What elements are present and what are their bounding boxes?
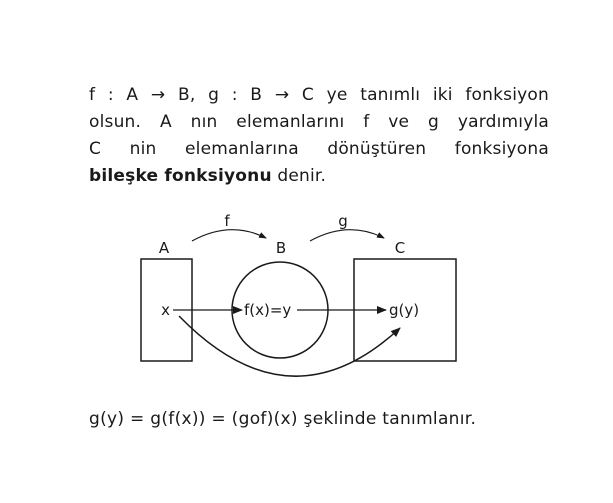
definition-line-1: f : A → B, g : B → C ye tanımlı iki fonk… [89,85,549,105]
definition-paragraph: f : A → B, g : B → C ye tanımlı iki fonk… [89,82,549,190]
definition-line-4: bileşke fonksiyonu denir. [89,163,549,190]
arrow-f-curve [191,229,267,242]
arrow-g-curve [309,229,385,242]
arrow-g-label: g [338,212,348,230]
element-fx: f(x)=y [244,301,291,319]
arrow-composite-curve [178,315,401,377]
bold-term: bileşke fonksiyonu [89,166,272,186]
definition-line-4-rest: denir. [271,166,327,186]
definition-line-3: C nin elemanlarına dönüştüren fonksiyona [89,139,549,159]
arrow-f-label: f [224,212,230,230]
set-b-label: B [276,239,286,257]
set-c-label: C [395,239,405,257]
composition-formula: g(y) = g(f(x)) = (gof)(x) şeklinde tanım… [89,409,477,429]
definition-line-2: olsun. A nın elemanlarını f ve g yardımı… [89,112,549,132]
element-gy: g(y) [389,301,419,319]
element-x: x [161,301,170,319]
set-a-label: A [159,239,170,257]
